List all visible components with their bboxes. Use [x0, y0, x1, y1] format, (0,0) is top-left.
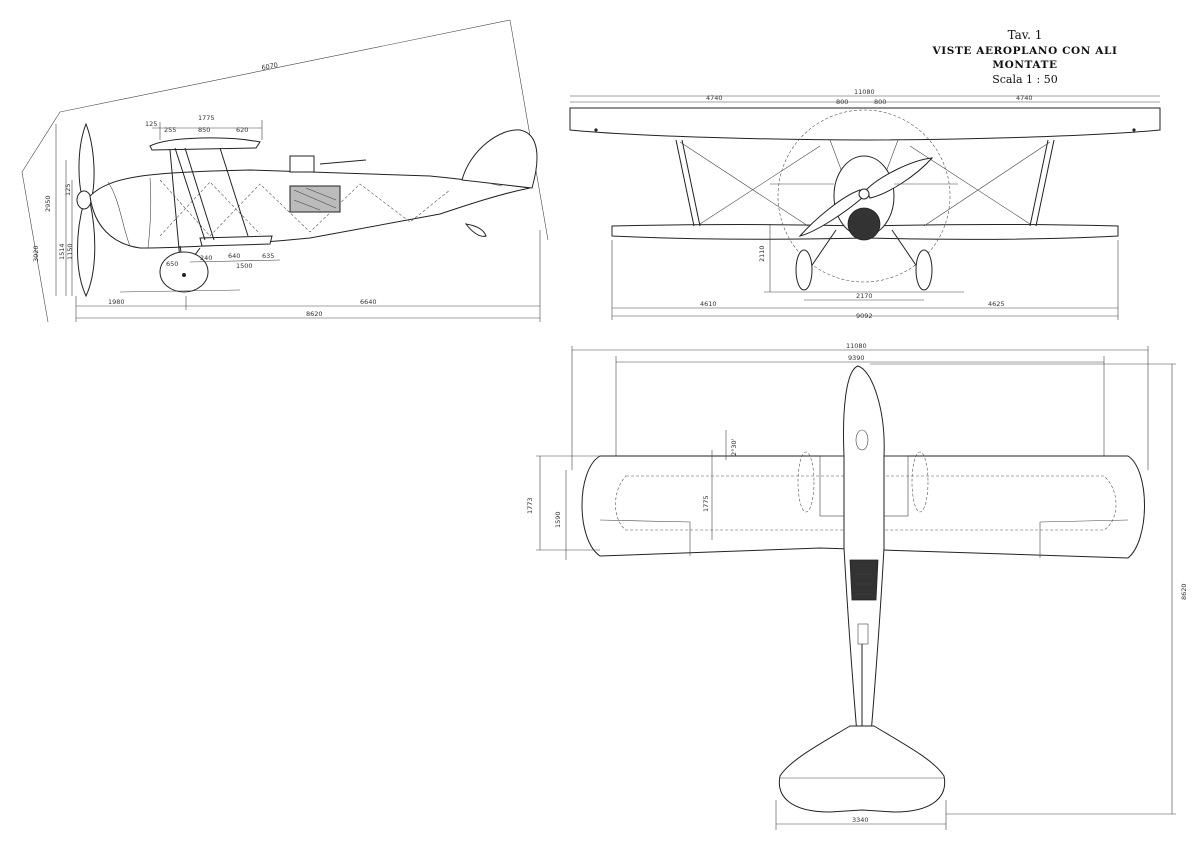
dim-650: 650: [166, 260, 178, 268]
dim-125: 125: [145, 120, 157, 128]
propeller: [77, 122, 96, 298]
dim-6640: 6640: [360, 298, 377, 306]
top-dim-lower-span: 9390: [848, 354, 865, 362]
top-dim-tail-span: 3340: [852, 816, 869, 824]
dim-255: 255: [164, 126, 176, 134]
front-propeller-blade-lower: [798, 189, 863, 237]
top-dim-chord-mid: 1775: [702, 495, 710, 512]
dim-850: 850: [198, 126, 210, 134]
side-machine-gun: [319, 159, 367, 165]
front-dim-span: 11080: [854, 88, 875, 96]
top-dim-chord-lower: 1590: [554, 511, 562, 528]
front-dim-low-left: 4610: [700, 300, 717, 308]
top-horizontal-tail: [778, 725, 946, 813]
propeller-spinner: [76, 190, 92, 210]
dim-620: 620: [236, 126, 248, 134]
dim-1514: 1514: [58, 243, 66, 260]
front-left-wheel: [795, 249, 813, 291]
top-cockpit: [849, 559, 879, 601]
front-dim-track: 2170: [856, 292, 873, 300]
propeller-arc: [777, 109, 951, 283]
dim-125-vertical: 125: [64, 184, 72, 196]
front-dim-height: 2110: [758, 245, 766, 262]
dim-240: 240: [200, 254, 212, 262]
dim-635: 635: [262, 252, 274, 260]
side-upper-wing: [149, 137, 261, 151]
cockpit-windscreen: [289, 155, 315, 173]
drawing-scale: Scala 1 : 50: [992, 73, 1058, 86]
front-dim-800b: 800: [874, 98, 886, 106]
front-dim-left-half: 4740: [706, 94, 723, 102]
dim-diagonal-length: 6070: [261, 61, 279, 72]
side-access-panel: [289, 185, 341, 213]
dim-2950: 2950: [44, 195, 52, 212]
plate-number: Tav. 1: [1007, 28, 1043, 42]
side-view: 6070: [21, 19, 549, 323]
top-view: 11080 9390: [526, 342, 1188, 830]
side-tail-fin: [461, 129, 538, 189]
front-radiator: [847, 207, 881, 241]
top-dim-sweep-angle: 2°30': [730, 438, 738, 456]
front-dim-low-right: 4625: [988, 300, 1005, 308]
front-dim-800a: 800: [836, 98, 848, 106]
dim-1980: 1980: [108, 298, 125, 306]
sheet-title: VISTE AEROPLANO CON ALI MONTATE: [932, 45, 1118, 71]
dim-640: 640: [228, 252, 240, 260]
top-aileron-left: [599, 519, 691, 556]
dim-3020: 3020: [32, 245, 40, 262]
title-block: Tav. 1 VISTE AEROPLANO CON ALI MONTATE S…: [900, 26, 1150, 88]
dim-1150: 1150: [66, 243, 74, 260]
tail-skid: [464, 223, 487, 237]
side-lower-wing: [199, 235, 273, 247]
top-dim-length: 8620: [1180, 583, 1188, 600]
top-aileron-right: [1039, 519, 1129, 558]
front-propeller-blade-upper: [865, 157, 934, 199]
top-dim-chord-upper: 1773: [526, 497, 534, 514]
dim-1500: 1500: [236, 262, 253, 270]
top-dim-span: 11080: [846, 342, 867, 350]
front-upper-wing: [569, 107, 1161, 141]
dim-1775: 1775: [198, 114, 215, 122]
front-dim-right-half: 4740: [1016, 94, 1033, 102]
dim-8620: 8620: [306, 310, 323, 318]
front-view: 11080 4740 800 800 4740: [569, 88, 1161, 320]
front-right-wheel: [915, 249, 933, 291]
front-dim-low-span: 9092: [856, 312, 873, 320]
